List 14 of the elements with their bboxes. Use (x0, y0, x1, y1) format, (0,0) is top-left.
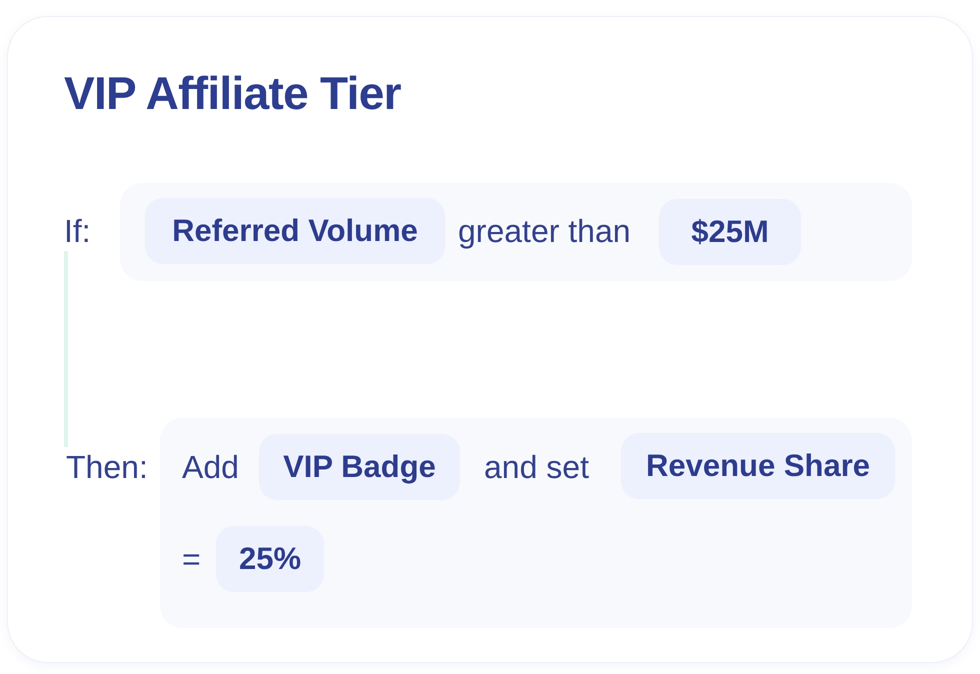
rule-card (8, 17, 972, 662)
field-chip: Referred Volume (145, 198, 445, 264)
action-label: Then: (66, 447, 156, 487)
value-chip: 25% (216, 526, 324, 592)
operator-text: = (182, 540, 202, 579)
condition-label: If: (64, 211, 100, 251)
value-chip: $25M (659, 199, 801, 265)
action-text: Add (182, 448, 240, 487)
field-chip: Revenue Share (621, 433, 895, 499)
operator-text: greater than (458, 212, 632, 251)
action-text: and set (484, 448, 590, 487)
card-title: VIP Affiliate Tier (64, 67, 402, 119)
value-chip: VIP Badge (259, 434, 460, 500)
connector-line (64, 251, 68, 447)
